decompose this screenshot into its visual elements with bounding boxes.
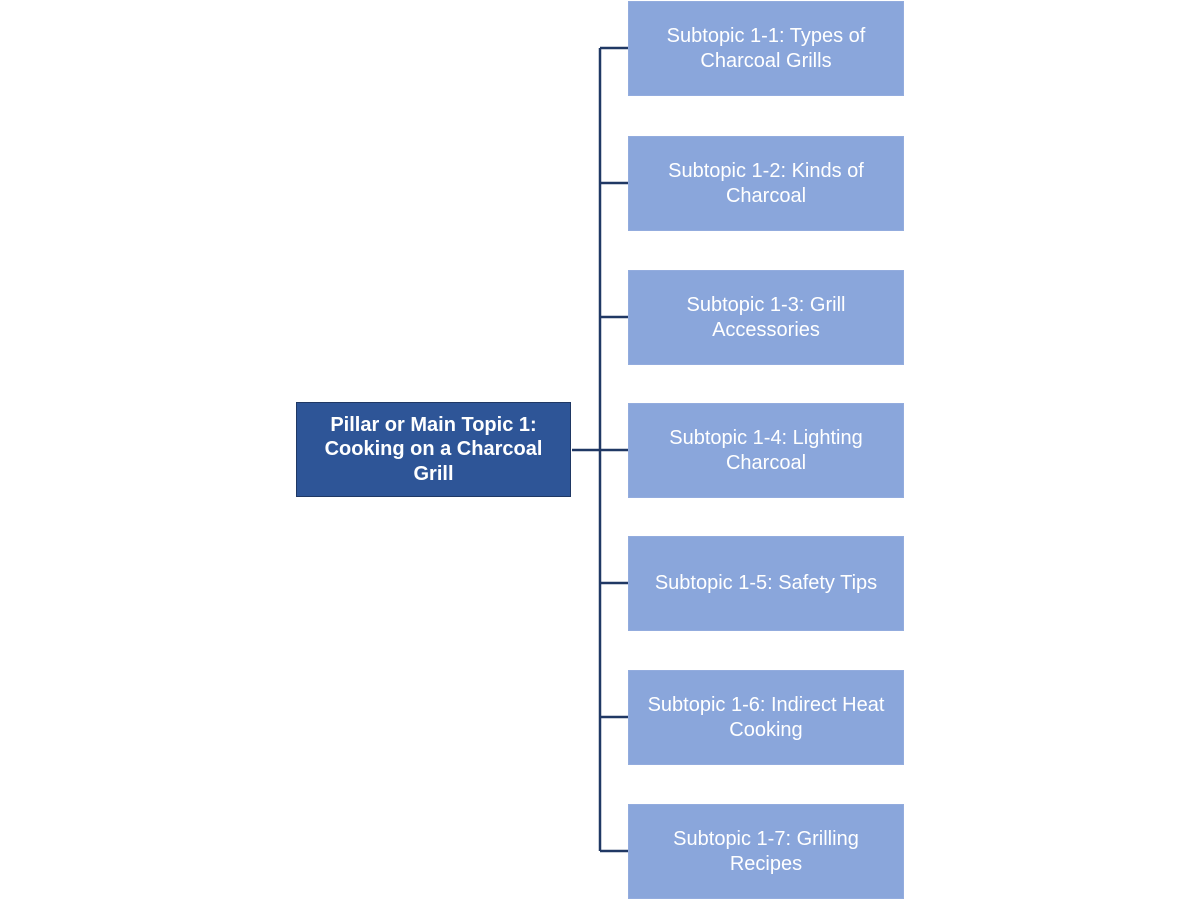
subtopic-label-1-1: Subtopic 1-1: Types of Charcoal Grills <box>666 25 866 72</box>
subtopic-node-1-6[interactable]: Subtopic 1-6: Indirect Heat Cooking <box>628 670 904 765</box>
subtopic-node-1-1[interactable]: Subtopic 1-1: Types of Charcoal Grills <box>628 1 904 96</box>
subtopic-label-1-7: Subtopic 1-7: Grilling Recipes <box>673 828 859 875</box>
main-topic-label: Pillar or Main Topic 1: Cooking on a Cha… <box>324 413 543 485</box>
subtopic-node-1-2[interactable]: Subtopic 1-2: Kinds of Charcoal <box>628 136 904 231</box>
main-topic-node[interactable]: Pillar or Main Topic 1: Cooking on a Cha… <box>296 402 571 497</box>
subtopic-label-1-2: Subtopic 1-2: Kinds of Charcoal <box>668 160 864 207</box>
subtopic-node-1-7[interactable]: Subtopic 1-7: Grilling Recipes <box>628 804 904 899</box>
subtopic-label-1-6: Subtopic 1-6: Indirect Heat Cooking <box>647 694 885 741</box>
subtopic-node-1-5[interactable]: Subtopic 1-5: Safety Tips <box>628 536 904 631</box>
subtopic-label-1-5: Subtopic 1-5: Safety Tips <box>654 572 878 595</box>
subtopic-node-1-4[interactable]: Subtopic 1-4: Lighting Charcoal <box>628 403 904 498</box>
subtopic-label-1-4: Subtopic 1-4: Lighting Charcoal <box>669 427 863 474</box>
subtopic-node-1-3[interactable]: Subtopic 1-3: Grill Accessories <box>628 270 904 365</box>
subtopic-label-1-3: Subtopic 1-3: Grill Accessories <box>686 294 846 341</box>
